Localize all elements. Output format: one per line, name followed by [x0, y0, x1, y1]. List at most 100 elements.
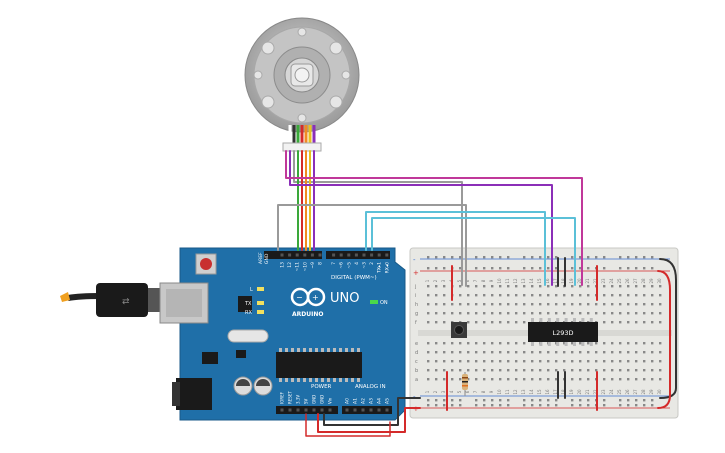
- column-number: 5: [457, 279, 462, 282]
- digital-pin-hole[interactable]: [370, 253, 374, 257]
- row-label: d: [415, 350, 418, 356]
- column-number: 12: [513, 389, 518, 395]
- analog-pin-hole[interactable]: [377, 408, 381, 412]
- power-pin-hole[interactable]: [320, 408, 324, 412]
- stepper-motor[interactable]: [244, 17, 360, 152]
- arduino-uno-board[interactable]: ⇄ L TX RX ON: [60, 247, 406, 421]
- wire-5v: [317, 407, 421, 433]
- digital-pin-hole[interactable]: [385, 253, 389, 257]
- column-number: 30: [657, 389, 662, 395]
- digital-pin-hole[interactable]: [280, 253, 284, 257]
- on-led: [370, 300, 378, 304]
- digital-pin-hole[interactable]: [332, 253, 336, 257]
- digital-header-left: [264, 251, 322, 259]
- column-number: 11: [505, 389, 510, 395]
- column-number: 29: [649, 389, 654, 395]
- motor-lead-wires: [288, 125, 316, 145]
- row-label: j: [414, 284, 416, 290]
- tx-label: TX: [244, 301, 252, 307]
- digital-header-right: [326, 251, 390, 259]
- digital-pin-hole[interactable]: [310, 253, 314, 257]
- power-pin-hole[interactable]: [304, 408, 308, 412]
- column-number: 21: [585, 389, 590, 395]
- usb-cable: ⇄: [60, 283, 168, 317]
- column-number: 28: [641, 278, 646, 284]
- digital-pin-hole[interactable]: [288, 253, 292, 257]
- power-pin-hole[interactable]: [328, 408, 332, 412]
- row-label: i: [415, 293, 416, 299]
- column-number: 15: [537, 278, 542, 284]
- digital-pin-label: 2: [369, 262, 375, 265]
- digital-pin-hole[interactable]: [303, 253, 307, 257]
- wire-cyan-1: [365, 211, 546, 286]
- row-label: b: [415, 368, 418, 374]
- digital-pin-hole[interactable]: [354, 253, 358, 257]
- row-label: h: [415, 302, 418, 308]
- column-number: 6: [465, 390, 470, 393]
- aref-label: AREF: [258, 252, 264, 264]
- column-number: 20: [577, 278, 582, 284]
- power-pin-hole[interactable]: [296, 408, 300, 412]
- power-pin-hole[interactable]: [288, 408, 292, 412]
- digital-pin-hole[interactable]: [339, 253, 343, 257]
- digital-pin-label: ~11: [295, 262, 301, 272]
- column-number: 24: [609, 278, 614, 284]
- column-number: 1: [425, 279, 430, 282]
- column-number: 8: [481, 279, 486, 282]
- l-label: L: [250, 287, 253, 293]
- digital-pin-label: 4: [354, 262, 360, 265]
- breadboard-column-labels: 1122334455667788991010111112121313141415…: [425, 278, 662, 395]
- resistor[interactable]: [462, 372, 468, 396]
- column-number: 16: [545, 389, 550, 395]
- push-button[interactable]: [451, 322, 467, 338]
- on-label: ON: [380, 300, 388, 306]
- digital-pin-label: RX◂0: [384, 262, 390, 273]
- column-number: 17: [553, 278, 558, 284]
- column-number: 25: [617, 389, 622, 395]
- column-number: 27: [633, 389, 638, 395]
- l293d-chip[interactable]: L293D: [528, 318, 598, 346]
- column-number: 23: [601, 389, 606, 395]
- column-number: 7: [473, 390, 478, 393]
- column-number: 23: [601, 278, 606, 284]
- power-pin-hole[interactable]: [312, 408, 316, 412]
- row-label: f: [415, 320, 417, 326]
- wire-gray: [277, 204, 467, 287]
- wire-gnd: [323, 397, 421, 426]
- analog-pin-hole[interactable]: [369, 408, 373, 412]
- column-number: 14: [529, 389, 534, 395]
- digital-pin-label: TX▸1: [377, 262, 383, 274]
- gnd-label: GND: [264, 253, 270, 264]
- row-label: g: [415, 311, 418, 317]
- power-pin-label: RESET: [288, 391, 293, 404]
- column-number: 28: [641, 389, 646, 395]
- row-label: a: [415, 377, 418, 383]
- analog-pin-label: A3: [369, 398, 375, 404]
- column-number: 20: [577, 389, 582, 395]
- analog-pin-hole[interactable]: [361, 408, 365, 412]
- column-number: 12: [513, 278, 518, 284]
- digital-pin-label: ~6: [339, 262, 345, 269]
- breadboard-holes: [427, 256, 662, 407]
- digital-pin-hole[interactable]: [362, 253, 366, 257]
- column-number: 9: [489, 279, 494, 282]
- column-number: 18: [561, 278, 566, 284]
- column-number: 17: [553, 389, 558, 395]
- digital-pin-hole[interactable]: [347, 253, 351, 257]
- power-pin-hole[interactable]: [280, 408, 284, 412]
- column-number: 10: [497, 278, 502, 284]
- digital-pin-hole[interactable]: [377, 253, 381, 257]
- analog-pin-label: A5: [385, 398, 391, 404]
- analog-pin-hole[interactable]: [353, 408, 357, 412]
- digital-pin-hole[interactable]: [318, 253, 322, 257]
- wire-purple: [289, 150, 553, 286]
- digital-pin-hole[interactable]: [295, 253, 299, 257]
- analog-pin-hole[interactable]: [385, 408, 389, 412]
- column-number: 1: [425, 390, 430, 393]
- wire-magenta: [285, 150, 583, 286]
- power-label: POWER: [311, 384, 332, 390]
- analog-pin-hole[interactable]: [345, 408, 349, 412]
